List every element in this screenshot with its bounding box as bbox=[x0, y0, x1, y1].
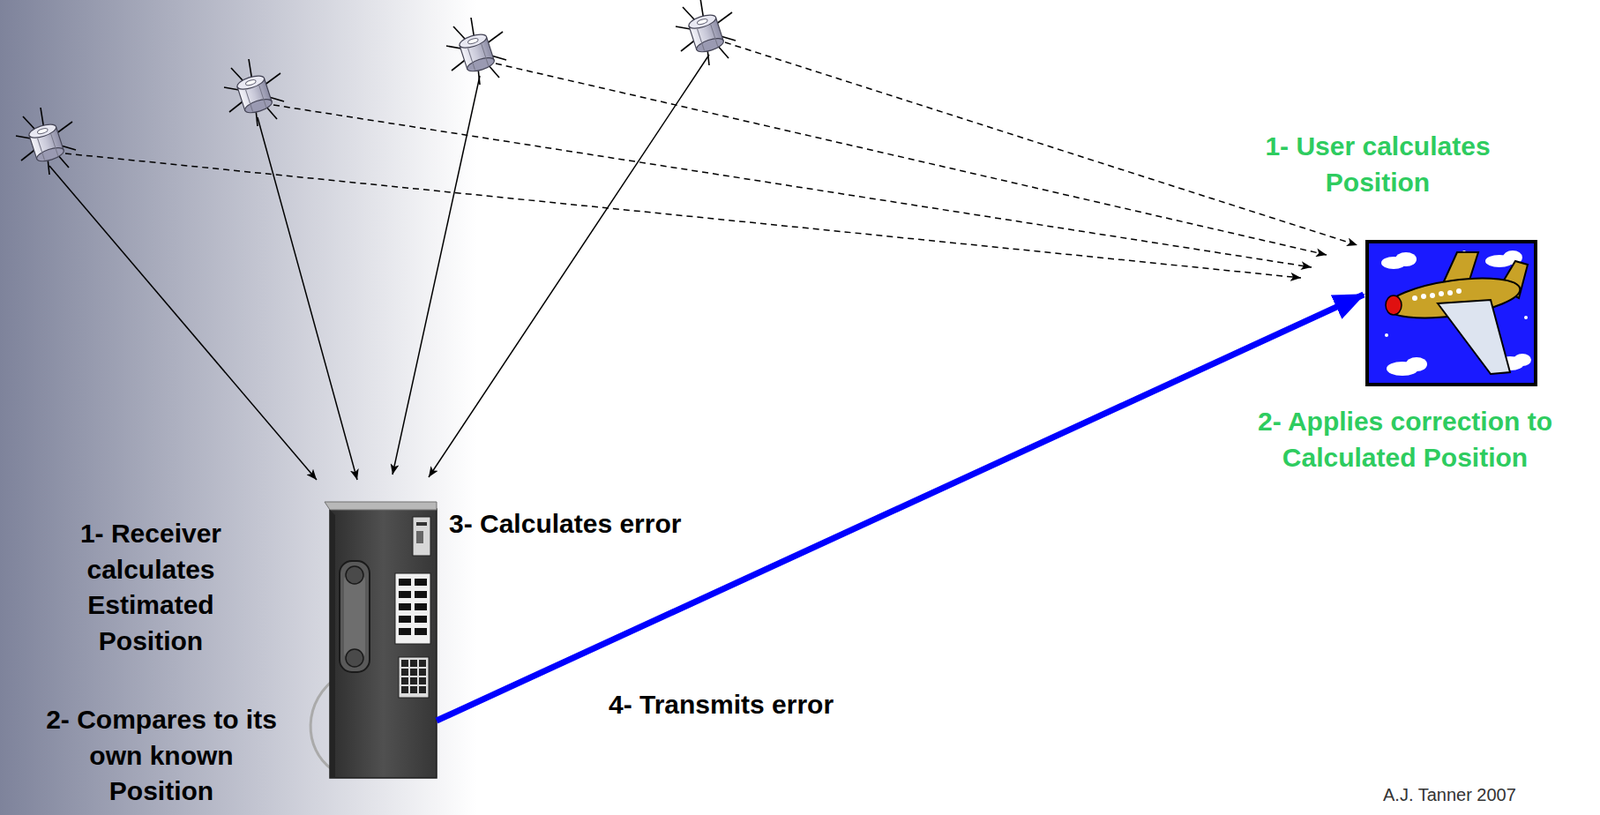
satellite-icon bbox=[675, 0, 736, 66]
credit-note: A.J. Tanner 2007 bbox=[1383, 785, 1517, 806]
satellite-signal-lines bbox=[49, 54, 710, 480]
aircraft-picture bbox=[1367, 241, 1536, 385]
user-step-text: 2- Applies correction to Calculated Posi… bbox=[1215, 403, 1595, 476]
payphone-receiver-icon bbox=[310, 501, 437, 778]
satellite-dashed-lines bbox=[65, 42, 1358, 278]
satellite-icon bbox=[446, 17, 507, 85]
background-band bbox=[0, 0, 477, 815]
receiver-step-text: 2- Compares to its own known Position bbox=[42, 702, 281, 810]
edge-label: 4- Transmits error bbox=[608, 689, 834, 720]
satellite-icon bbox=[224, 59, 285, 127]
user-aircraft: 1- User calculates Position2- Applies co… bbox=[1367, 241, 1536, 385]
receiver-step-text: 3- Calculates error bbox=[448, 506, 785, 543]
reference-receiver: 1- Receiver calculates Estimated Positio… bbox=[324, 501, 437, 778]
receiver-step-text: 1- Receiver calculates Estimated Positio… bbox=[44, 515, 257, 659]
satellite-icon bbox=[15, 107, 76, 175]
user-step-text: 1- User calculates Position bbox=[1227, 128, 1528, 201]
transmission-arrow bbox=[436, 294, 1364, 721]
